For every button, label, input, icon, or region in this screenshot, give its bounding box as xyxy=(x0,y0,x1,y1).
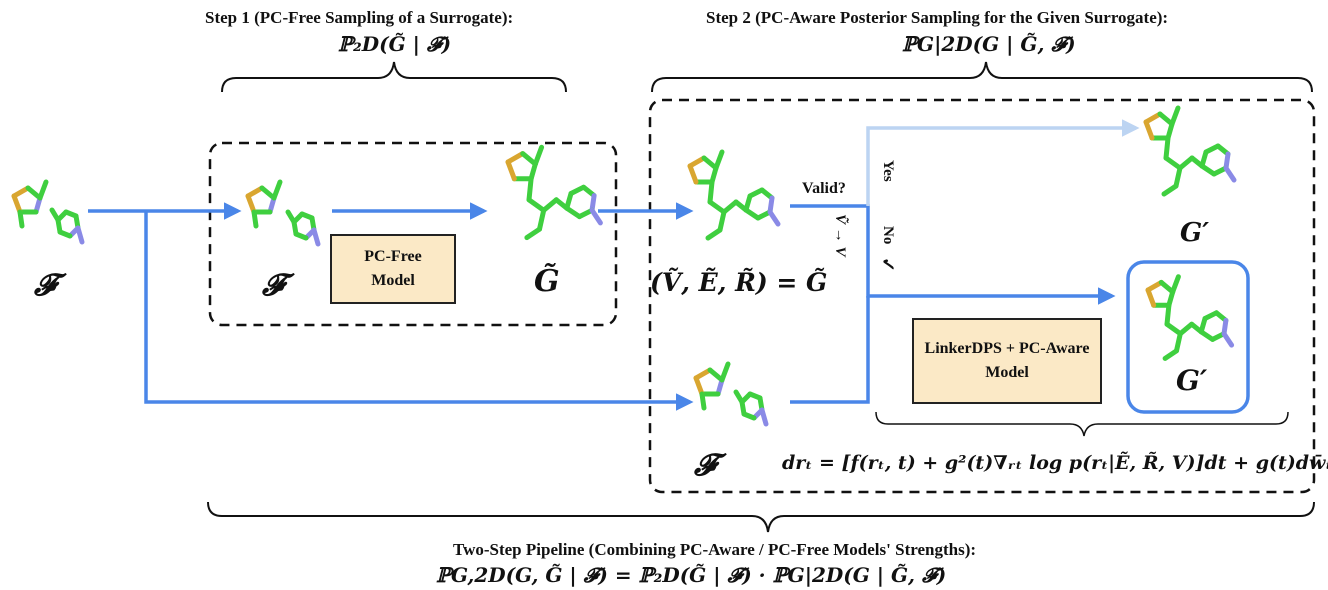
molecule-output-box xyxy=(1145,274,1235,361)
v-arrow-label: Ṽ → V xyxy=(832,214,848,257)
arrow-input-split-down xyxy=(144,211,694,411)
arrows xyxy=(88,202,1116,411)
step1-brace xyxy=(221,61,567,93)
step1-dashed-box xyxy=(208,141,618,327)
pipeline-formula: ℙG,2D(G, G̃ | 𝓕) = ℙ₂D(G̃ | 𝓕) · ℙG|2D(G… xyxy=(436,563,947,587)
step2-brace xyxy=(651,61,1313,93)
fragments-bottom-label: 𝓕 xyxy=(694,448,717,483)
molecules xyxy=(11,105,1237,427)
no-check-icon: ✓ xyxy=(878,256,899,273)
valid-question: Valid? xyxy=(802,180,846,197)
molecule-fragment-left-b xyxy=(49,207,85,245)
molecule-fragment-bottom-b xyxy=(733,389,769,427)
step1-title: Step 1 (PC-Free Sampling of a Surrogate)… xyxy=(205,8,514,27)
sde-equation: drₜ = [f(rₜ, t) + g²(t)∇ᵣₜ log p(rₜ|Ẽ, R… xyxy=(782,452,1328,474)
molecule-surrogate-step1 xyxy=(505,144,603,241)
molecule-fragment-step1-b xyxy=(285,209,321,247)
molecule-fragment-bottom-a xyxy=(693,361,731,411)
step2-dashed-box xyxy=(648,98,1316,494)
output-box-label: G′ xyxy=(1176,364,1208,397)
no-label: No xyxy=(880,226,896,245)
arrow-yes-branch xyxy=(866,119,1140,206)
output-top-label: G′ xyxy=(1180,218,1210,248)
step2-formula: ℙG|2D(G | G̃, 𝓕) xyxy=(902,32,1076,56)
surrogate-step2-label: (Ṽ, Ẽ, R̃) = G̃ xyxy=(650,268,828,297)
pipeline-brace xyxy=(207,501,1315,533)
pipeline-title: Two-Step Pipeline (Combining PC-Aware / … xyxy=(453,540,977,559)
molecule-surrogate-step2 xyxy=(687,149,781,241)
surrogate-step1-label: G̃ xyxy=(534,264,560,299)
fragments-left-label: 𝓕 xyxy=(34,268,57,303)
yes-label: Yes xyxy=(880,160,896,182)
linker-dps-model-box: LinkerDPS + PC-Aware Model xyxy=(912,318,1102,404)
output-box xyxy=(1126,260,1250,414)
molecule-fragment-step1-a xyxy=(245,179,283,229)
fragments-step1-label: 𝓕 xyxy=(262,268,285,303)
arrow-valid-branch xyxy=(790,204,1116,305)
pc-free-model-box: PC-Free Model xyxy=(330,234,456,304)
molecule-output-top xyxy=(1143,105,1237,197)
sde-brace xyxy=(875,411,1289,437)
step1-formula: ℙ₂D(G̃ | 𝓕) xyxy=(338,32,452,56)
arrow-bottom-join xyxy=(790,296,870,404)
molecule-fragment-left-a xyxy=(11,179,49,229)
step2-title: Step 2 (PC-Aware Posterior Sampling for … xyxy=(706,8,1169,27)
